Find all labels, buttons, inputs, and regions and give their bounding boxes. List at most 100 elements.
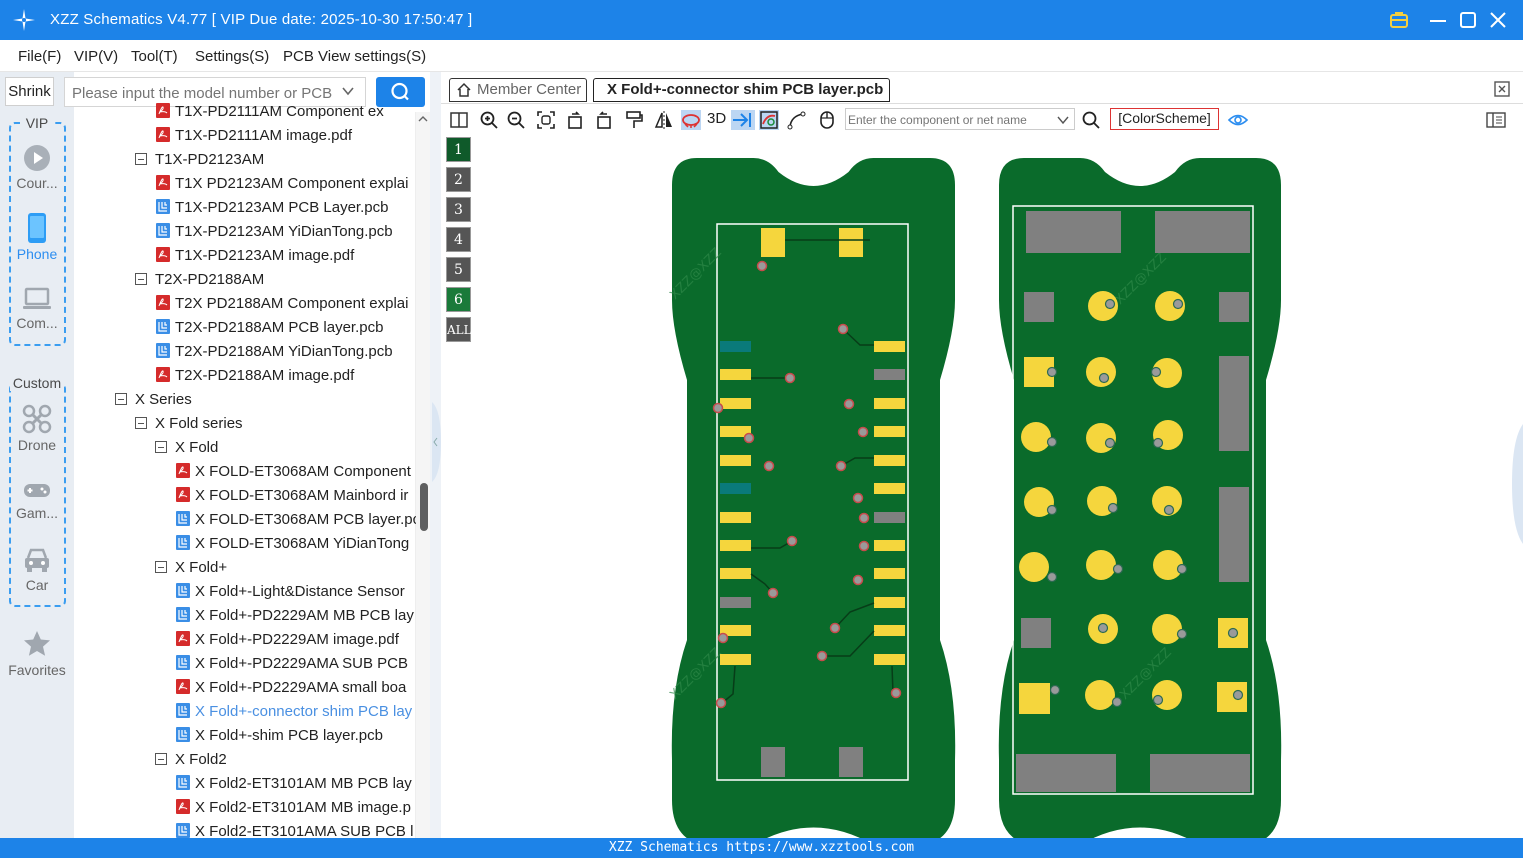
tree-folder[interactable]: X Series bbox=[115, 388, 416, 412]
tree-file[interactable]: T2X PD2188AM Component explai bbox=[156, 292, 416, 316]
pad bbox=[874, 398, 905, 409]
zoom-out-icon[interactable] bbox=[506, 110, 526, 130]
tab-member-center[interactable]: Member Center bbox=[449, 78, 587, 102]
tree-file[interactable]: X FOLD-ET3068AM YiDianTong bbox=[176, 532, 416, 556]
tree-item-label: X Fold+-PD2229AM MB PCB lay bbox=[195, 607, 414, 624]
collapse-toggle-icon[interactable] bbox=[155, 753, 167, 765]
tree-folder[interactable]: X Fold series bbox=[135, 412, 416, 436]
tab-active-file[interactable]: X Fold+-connector shim PCB layer.pcb bbox=[593, 78, 890, 102]
briefcase-icon[interactable] bbox=[1387, 8, 1411, 32]
layer-view-icon[interactable] bbox=[759, 110, 779, 130]
layer-button[interactable]: 2 bbox=[446, 167, 471, 192]
right-collapse-handle[interactable] bbox=[1512, 134, 1523, 838]
tree-folder[interactable]: T2X-PD2188AM bbox=[135, 268, 416, 292]
tree-file[interactable]: T2X-PD2188AM image.pdf bbox=[156, 364, 416, 388]
collapse-toggle-icon[interactable] bbox=[155, 561, 167, 573]
menu-vip[interactable]: VIP(V) bbox=[74, 48, 119, 65]
view-3d-button[interactable]: 3D bbox=[707, 110, 727, 127]
split-view-icon[interactable] bbox=[449, 110, 469, 130]
layer-button[interactable]: ALL bbox=[446, 317, 472, 342]
sidebar-item-games[interactable]: Gam... bbox=[0, 480, 74, 521]
tree-file[interactable]: X Fold+-connector shim PCB lay bbox=[176, 700, 416, 724]
collapse-toggle-icon[interactable] bbox=[135, 153, 147, 165]
close-icon[interactable] bbox=[1486, 8, 1510, 32]
close-all-tabs-icon[interactable] bbox=[1493, 80, 1511, 98]
scroll-up-icon[interactable] bbox=[416, 112, 430, 126]
sidebar-item-phone[interactable]: Phone bbox=[0, 213, 74, 262]
sidebar-item-favorites[interactable]: Favorites bbox=[0, 629, 74, 678]
tree-folder[interactable]: X Fold+ bbox=[155, 556, 416, 580]
tree-file[interactable]: T1X-PD2123AM YiDianTong.pcb bbox=[156, 220, 416, 244]
sidebar-item-courses[interactable]: Cour... bbox=[0, 144, 74, 191]
menu-pcb-view-settings[interactable]: PCB View settings(S) bbox=[283, 48, 427, 65]
layer-button[interactable]: 1 bbox=[446, 137, 471, 162]
collapse-handle-icon[interactable] bbox=[1512, 424, 1523, 544]
collapse-toggle-icon[interactable] bbox=[115, 393, 127, 405]
component-search-icon[interactable] bbox=[1081, 110, 1101, 130]
chevron-down-icon[interactable] bbox=[341, 84, 355, 98]
tree-file[interactable]: T2X-PD2188AM PCB layer.pcb bbox=[156, 316, 416, 340]
model-search-input[interactable] bbox=[72, 83, 332, 103]
panel-splitter[interactable] bbox=[430, 72, 441, 838]
menu-file[interactable]: File(F) bbox=[18, 48, 62, 65]
component-search-input[interactable] bbox=[848, 111, 1053, 128]
sidebar-item-computer[interactable]: Com... bbox=[0, 286, 74, 331]
collapse-toggle-icon[interactable] bbox=[135, 417, 147, 429]
pin-mode-icon[interactable] bbox=[731, 110, 755, 130]
net-highlight-icon[interactable] bbox=[681, 110, 701, 130]
tree-file[interactable]: X Fold+-Light&Distance Sensor bbox=[176, 580, 416, 604]
collapse-toggle-icon[interactable] bbox=[155, 441, 167, 453]
tree-folder[interactable]: X Fold bbox=[155, 436, 416, 460]
tree-scroll-thumb[interactable] bbox=[420, 483, 428, 531]
trace-route-icon[interactable] bbox=[787, 110, 807, 130]
collapse-handle-icon[interactable] bbox=[430, 402, 441, 482]
layer-button[interactable]: 4 bbox=[446, 227, 471, 252]
menu-settings[interactable]: Settings(S) bbox=[195, 48, 270, 65]
chevron-down-icon[interactable] bbox=[1056, 113, 1070, 127]
tree-file[interactable]: X FOLD-ET3068AM PCB layer.pc bbox=[176, 508, 420, 532]
menu-tool[interactable]: Tool(T) bbox=[131, 48, 178, 65]
tree-item-label: X Fold2-ET3101AMA SUB PCB l bbox=[195, 823, 414, 840]
tree-file[interactable]: X Fold+-PD2229AMA SUB PCB bbox=[176, 652, 416, 676]
layer-button[interactable]: 5 bbox=[446, 257, 471, 282]
tree-file[interactable]: T1X PD2123AM Component explai bbox=[156, 172, 416, 196]
layer-button[interactable]: 6 bbox=[446, 287, 471, 312]
collapse-toggle-icon[interactable] bbox=[135, 273, 147, 285]
panel-toggle-icon[interactable] bbox=[1486, 110, 1506, 130]
tree-file[interactable]: X FOLD-ET3068AM Mainbord ir bbox=[176, 484, 416, 508]
tree-file[interactable]: T1X-PD2123AM image.pdf bbox=[156, 244, 416, 268]
minimize-icon[interactable] bbox=[1426, 8, 1450, 32]
paint-roller-icon[interactable] bbox=[624, 110, 644, 130]
tree-file[interactable]: T2X-PD2188AM YiDianTong.pcb bbox=[156, 340, 416, 364]
tree-file[interactable]: X Fold2-ET3101AMA SUB PCB l bbox=[176, 820, 416, 844]
tree-file[interactable]: T1X-PD2111AM Component ex bbox=[156, 100, 416, 124]
tree-file[interactable]: X Fold2-ET3101AM MB image.p bbox=[176, 796, 416, 820]
shrink-button[interactable]: Shrink bbox=[5, 77, 54, 106]
color-scheme-button[interactable]: [ColorScheme] bbox=[1110, 108, 1219, 130]
tree-file[interactable]: X Fold+-PD2229AM MB PCB lay bbox=[176, 604, 416, 628]
tree-scrollbar[interactable] bbox=[416, 112, 430, 838]
tree-file[interactable]: T1X-PD2123AM PCB Layer.pcb bbox=[156, 196, 416, 220]
maximize-icon[interactable] bbox=[1456, 8, 1480, 32]
tree-folder[interactable]: T1X-PD2123AM bbox=[135, 148, 416, 172]
mirror-icon[interactable] bbox=[654, 110, 674, 130]
search-icon bbox=[391, 82, 409, 101]
zoom-in-icon[interactable] bbox=[479, 110, 499, 130]
search-button[interactable] bbox=[376, 77, 425, 107]
layer-button[interactable]: 3 bbox=[446, 197, 471, 222]
fit-view-icon[interactable] bbox=[536, 110, 556, 130]
tree-file[interactable]: X Fold+-shim PCB layer.pcb bbox=[176, 724, 416, 748]
tree-file[interactable]: X FOLD-ET3068AM Component bbox=[176, 460, 416, 484]
sidebar-item-drone[interactable]: Drone bbox=[0, 404, 74, 453]
eye-icon[interactable] bbox=[1227, 110, 1249, 130]
rotate-left-icon[interactable] bbox=[566, 110, 586, 130]
tree-file[interactable]: X Fold2-ET3101AM MB PCB lay bbox=[176, 772, 416, 796]
tree-file[interactable]: X Fold+-PD2229AMA small boa bbox=[176, 676, 416, 700]
tree-file[interactable]: T1X-PD2111AM image.pdf bbox=[156, 124, 416, 148]
sidebar-item-car[interactable]: Car bbox=[0, 546, 74, 593]
rotate-right-icon[interactable] bbox=[593, 110, 613, 130]
tree-file[interactable]: X Fold+-PD2229AM image.pdf bbox=[176, 628, 416, 652]
tree-folder[interactable]: X Fold2 bbox=[155, 748, 416, 772]
mouse-icon[interactable] bbox=[817, 110, 837, 130]
